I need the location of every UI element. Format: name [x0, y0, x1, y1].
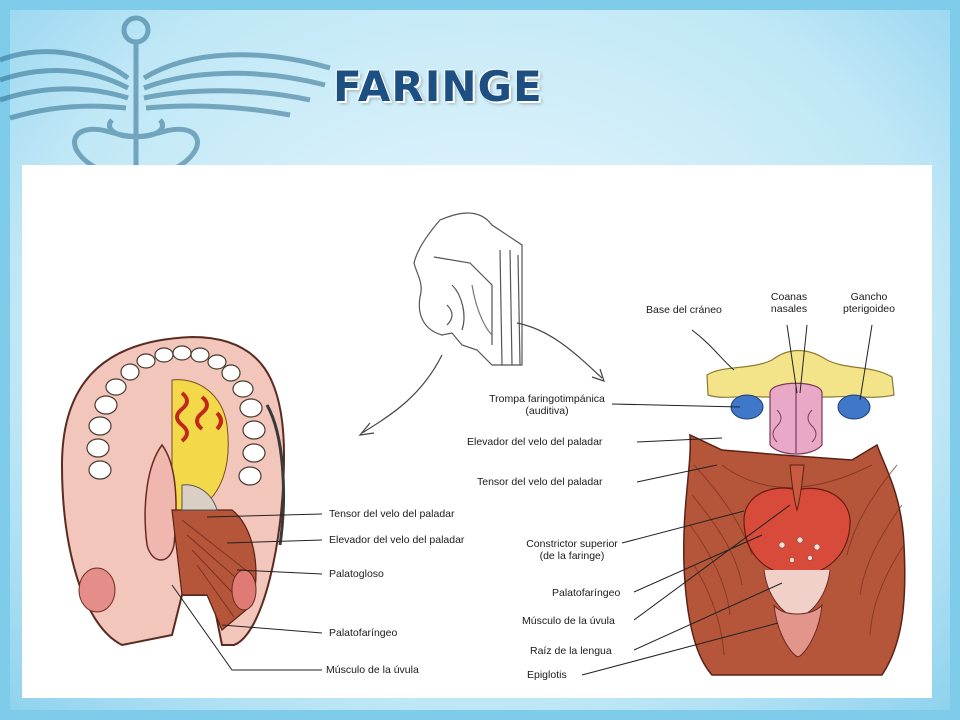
caduceus-logo: [0, 15, 331, 170]
slide-title: FARINGE: [333, 62, 543, 111]
label-trompa-line2: (auditiva): [525, 405, 569, 417]
right-leader-lines: [581, 324, 873, 676]
label-palatofaringeo-left: Palatofaríngeo: [329, 627, 398, 639]
label-gancho-line1: Gancho: [850, 291, 888, 303]
pharynx-illustration: [60, 212, 906, 676]
label-gancho-line2: pterigoideo: [843, 303, 895, 315]
label-constrictor-line2: (de la faringe): [539, 550, 605, 562]
label-coanas: Coanas nasales: [764, 291, 814, 315]
label-elevador-right: Elevador del velo del paladar: [467, 436, 603, 448]
pointer-arrows: [358, 322, 605, 436]
label-coanas-line1: Coanas: [770, 291, 808, 303]
diagram-panel: Tensor del velo del paladar Elevador del…: [22, 165, 932, 698]
label-base-craneo: Base del cráneo: [646, 304, 722, 316]
head-sagittal-sketch: [413, 212, 523, 366]
left-leader-lines: [171, 513, 323, 671]
palate-illustration: [60, 335, 286, 647]
label-tensor-left: Tensor del velo del paladar: [329, 508, 455, 520]
label-palatogloso-left: Palatogloso: [329, 568, 384, 580]
label-raiz-lengua: Raíz de la lengua: [530, 645, 612, 657]
label-uvula-left: Músculo de la úvula: [326, 664, 419, 676]
label-gancho: Gancho pterigoideo: [834, 291, 904, 315]
label-constrictor: Constrictor superior (de la faringe): [517, 538, 627, 562]
label-uvula-right: Músculo de la úvula: [522, 615, 615, 627]
label-elevador-left: Elevador del velo del paladar: [329, 534, 465, 546]
label-epiglotis: Epiglotis: [527, 669, 567, 681]
label-palatofaringeo-right: Palatofaríngeo: [552, 587, 621, 599]
label-tensor-right: Tensor del velo del paladar: [477, 476, 603, 488]
pharynx-posterior-illustration: [682, 350, 906, 676]
label-trompa: Trompa faringotimpánica (auditiva): [477, 393, 617, 417]
label-coanas-line2: nasales: [770, 303, 808, 315]
label-constrictor-line1: Constrictor superior: [526, 538, 618, 550]
label-trompa-line1: Trompa faringotimpánica: [489, 393, 605, 405]
